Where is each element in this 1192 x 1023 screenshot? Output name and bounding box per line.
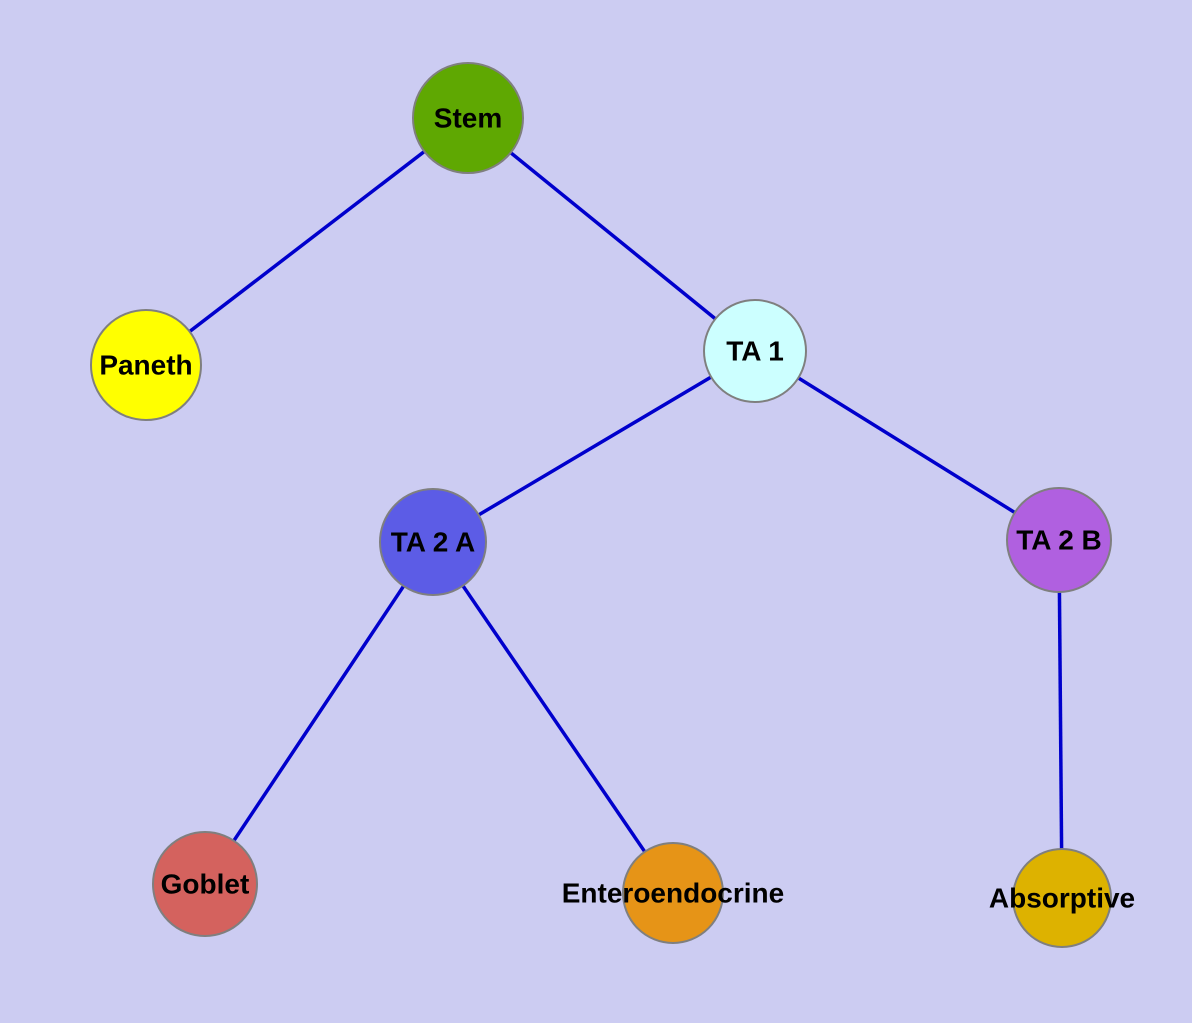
edge-ta1-ta2b: [754, 349, 1060, 542]
node-ta1[interactable]: [703, 299, 807, 403]
edges-layer: [144, 116, 1064, 899]
node-goblet[interactable]: [152, 831, 258, 937]
node-absorptive[interactable]: [1012, 848, 1112, 948]
edge-ta1-ta2a: [432, 349, 756, 544]
edge-ta2b-absorptive: [1057, 539, 1064, 899]
edge-ta2a-goblet: [203, 541, 435, 885]
edge-ta2a-enteroendocrine: [431, 541, 675, 894]
node-stem[interactable]: [412, 62, 524, 174]
node-ta2b[interactable]: [1006, 487, 1112, 593]
edge-stem-ta1: [466, 116, 757, 353]
node-enteroendocrine[interactable]: [622, 842, 724, 944]
nodes-layer: [90, 62, 1112, 948]
node-ta2a[interactable]: [379, 488, 487, 596]
node-paneth[interactable]: [90, 309, 202, 421]
edge-stem-paneth: [144, 116, 470, 367]
